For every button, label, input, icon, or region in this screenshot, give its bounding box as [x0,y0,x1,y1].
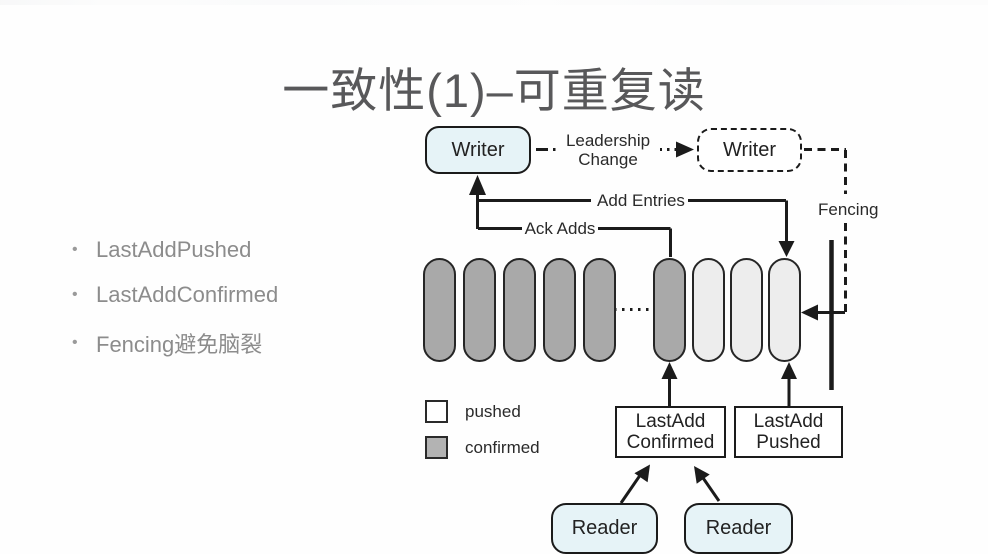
entry-pill-pushed [730,258,763,362]
writer-label: Writer [723,138,776,161]
bullet-list: LastAddPushed LastAddConfirmed Fencing避免… [72,237,278,378]
list-item: LastAddPushed [72,237,278,263]
lap-up-arrow [781,362,797,406]
bullet-text: LastAddConfirmed [96,282,279,307]
reader1-arrow [619,464,650,504]
ack-adds-line [478,227,672,257]
list-item: Fencing避免脑裂 [72,327,278,359]
top-edge-artifact [0,0,988,5]
reader-label: Reader [705,517,772,539]
entry-pill-confirmed [543,258,576,362]
box-line: LastAdd [753,411,824,432]
reader-node: Reader [551,503,658,554]
reader-node: Reader [684,503,793,554]
reader-label: Reader [571,517,638,539]
legend-label: confirmed [465,437,540,457]
writer-node: Writer [425,126,531,174]
reader2-arrow [694,466,721,502]
last-add-confirmed-box: LastAdd Confirmed [615,406,726,458]
fencing-label: Fencing [818,200,879,220]
entry-pill-pushed [692,258,725,362]
leadership-change-label: Leadership Change [556,131,660,169]
entry-pill-confirmed [583,258,616,362]
fence-left-arrow [801,304,845,321]
entry-pill-confirmed [503,258,536,362]
ack-up-arrow [469,175,486,229]
last-add-pushed-box: LastAdd Pushed [734,406,843,458]
slide-title: 一致性(1)–可重复读 [282,64,706,117]
box-line: Confirmed [626,432,715,453]
list-item: LastAddConfirmed [72,282,278,308]
legend-label: pushed [465,401,521,421]
entry-pill-confirmed [463,258,496,362]
box-line: Pushed [756,432,821,453]
bullet-text: Fencing避免脑裂 [96,332,263,357]
bullet-text: LastAddPushed [96,237,252,262]
box-line: LastAdd [635,411,706,432]
add-entries-arrow [478,199,795,257]
writer-node-dashed: Writer [697,128,802,172]
ack-adds-label: Ack Adds [524,219,596,239]
fencing-dashed-line [804,148,847,313]
legend-row-confirmed: confirmed [425,436,540,459]
writer-label: Writer [451,138,505,161]
entry-pill-pushed [768,258,801,362]
entry-pill-confirmed [653,258,686,362]
pushed-swatch-icon [425,400,448,423]
confirmed-swatch-icon [425,436,448,459]
add-entries-label: Add Entries [594,191,688,211]
entry-pill-confirmed [423,258,456,362]
lac-up-arrow [661,362,678,406]
legend-row-pushed: pushed [425,400,521,423]
